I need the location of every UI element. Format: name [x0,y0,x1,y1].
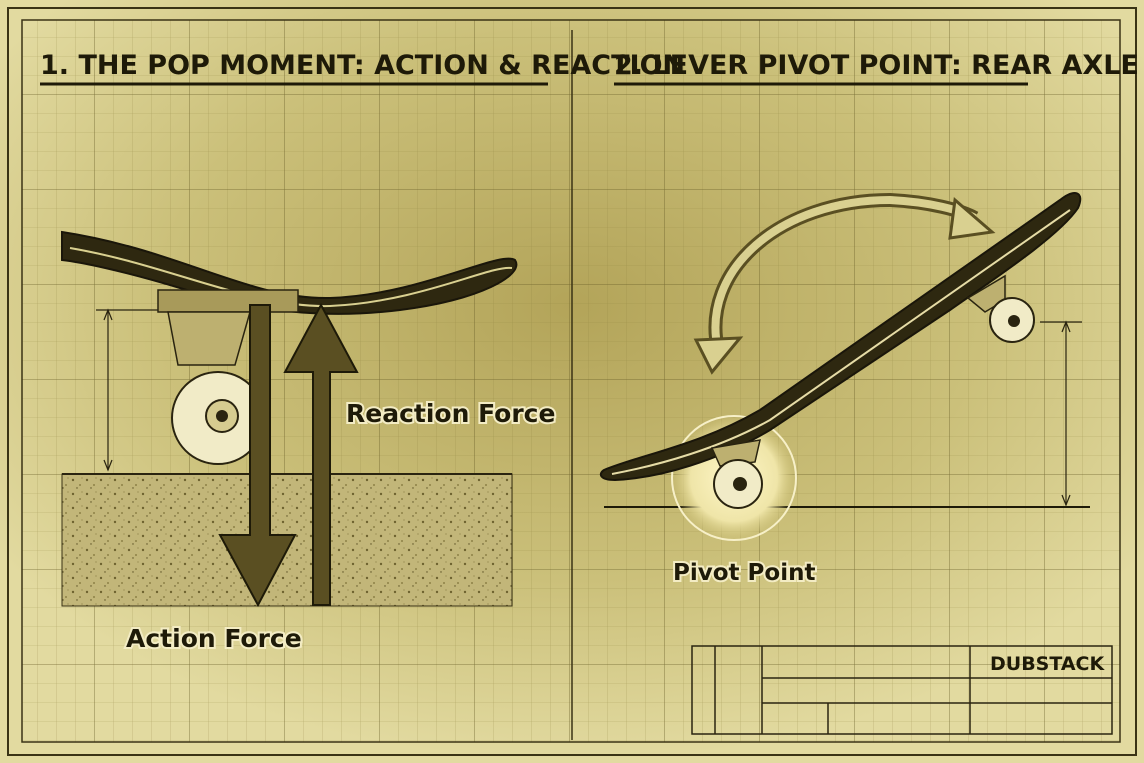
reaction-force-arrow [283,302,359,606]
skateboard-deck-2 [599,192,1082,482]
outer-border [7,7,1137,756]
action-force-label: Action Force [126,624,302,653]
pivot-point-label: Pivot Point [673,560,815,586]
rotation-arrow [693,192,996,375]
title-block [691,645,1113,735]
rear-truck-and-wheel [710,439,763,509]
front-truck-and-wheel [966,274,1035,343]
height-dimension-2 [1040,320,1082,507]
height-dimension-1 [96,308,160,472]
brand-label: DUBSTACK [990,653,1105,675]
truck-and-wheel-1 [157,289,299,465]
action-force-arrow [218,304,297,608]
reaction-force-label: Reaction Force [346,399,555,428]
panel-1-title: 1. THE POP MOMENT: ACTION & REACTION [40,50,685,81]
panel-2-title: 2. LEVER PIVOT POINT: REAR AXLE [614,50,1139,81]
